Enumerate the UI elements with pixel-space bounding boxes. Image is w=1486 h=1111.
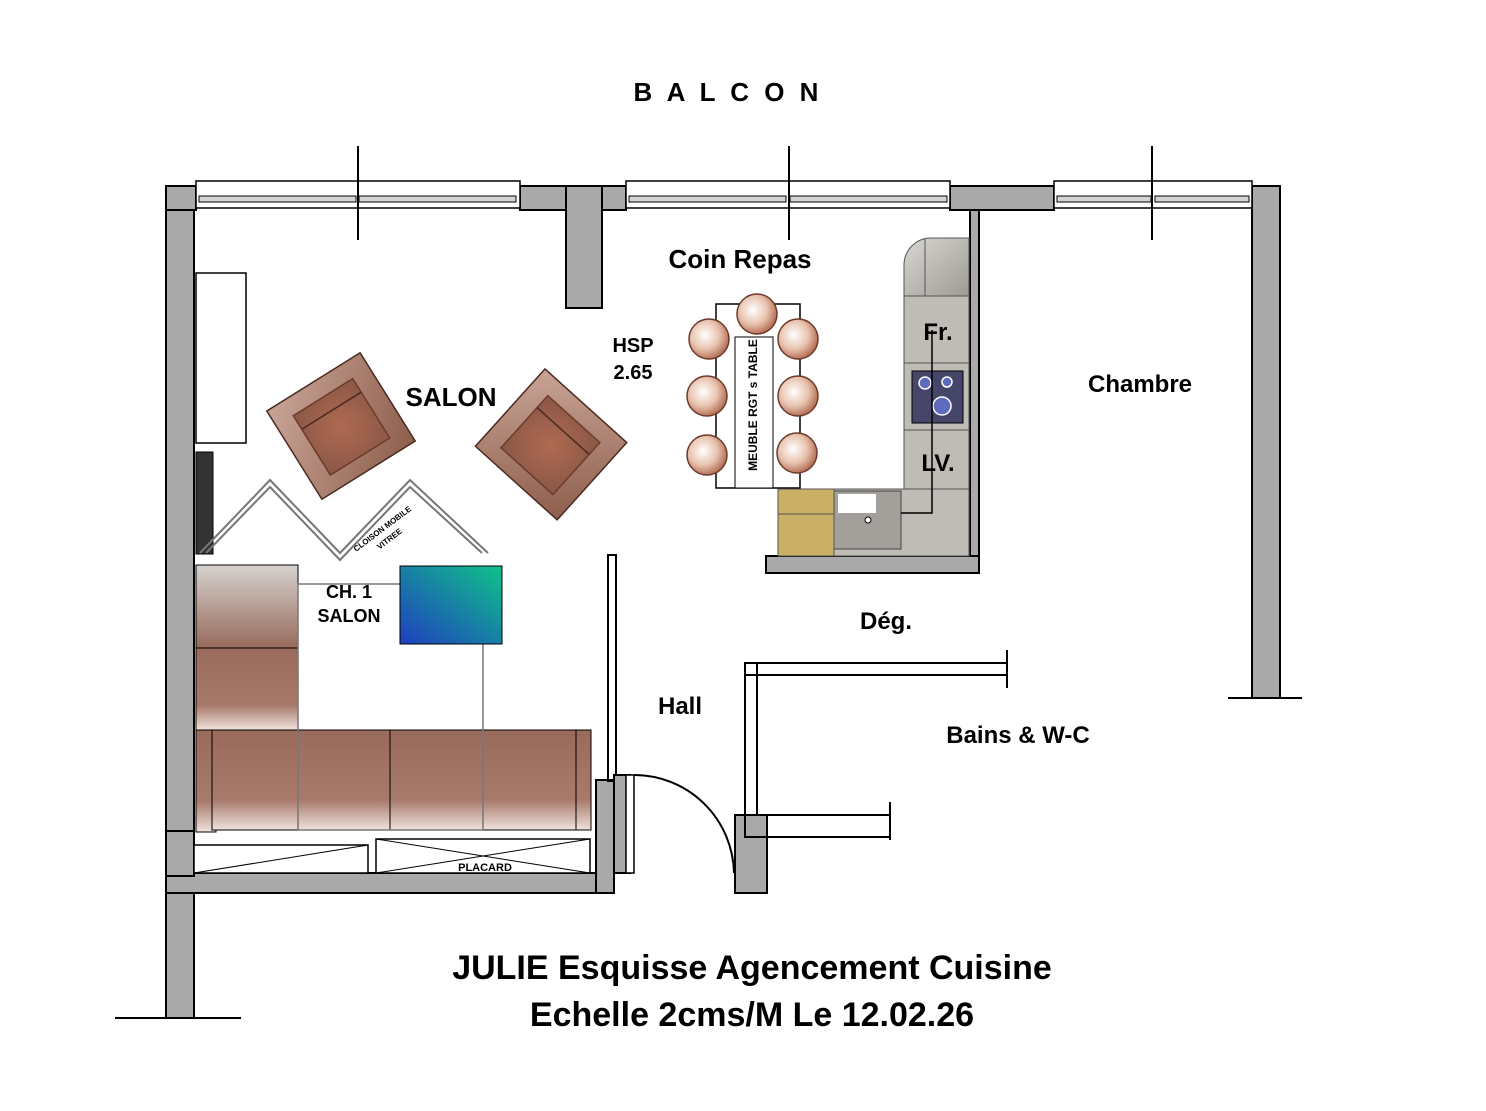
top-wall-mid-2 <box>949 185 1055 211</box>
glass-partition <box>199 478 489 562</box>
right-exterior-wall <box>1251 185 1281 699</box>
hsp-label-line1: HSP <box>612 335 653 357</box>
hob <box>911 370 964 424</box>
hsp-label-line2: 2.65 <box>614 362 653 384</box>
bottom-wall-left-link <box>165 830 195 877</box>
room-label-chambre: Chambre <box>1088 371 1192 398</box>
stool-5 <box>777 375 819 417</box>
left-exterior-wall <box>165 185 195 832</box>
armchair-right <box>474 367 628 521</box>
room-label-ch1-line1: CH. 1 <box>326 582 372 602</box>
bath-left-lower-wall <box>734 814 768 894</box>
table-label: MEUBLE RGT s TABLE <box>746 339 760 471</box>
stool-4 <box>686 375 728 417</box>
placard-label: PLACARD <box>458 862 512 874</box>
stool-2 <box>688 318 730 360</box>
room-label-ch1-line2: SALON <box>318 606 381 626</box>
room-label-bains: Bains & W-C <box>946 722 1090 749</box>
corner-sofa <box>195 564 592 833</box>
fridge-label: Fr. <box>923 319 952 346</box>
left-lower-wall <box>165 872 195 1019</box>
bottom-wall <box>165 872 597 894</box>
window-salon <box>195 146 521 240</box>
fridge <box>903 295 970 364</box>
bed-cover <box>399 565 503 645</box>
closet-left <box>193 844 369 874</box>
drawing-title: JULIE Esquisse Agencement Cuisine <box>452 949 1052 987</box>
hall-partition <box>607 554 617 782</box>
armchair-left <box>265 351 417 501</box>
kitchen-units <box>777 237 970 557</box>
radiator <box>195 451 214 555</box>
room-label-hall: Hall <box>658 693 702 720</box>
window-repas <box>625 146 951 240</box>
window-chambre <box>1053 146 1253 240</box>
room-label-salon: SALON <box>406 382 497 412</box>
bath-left-wall <box>744 662 758 816</box>
room-label-coin-repas: Coin Repas <box>668 244 811 274</box>
entry-door <box>625 774 735 874</box>
pillar-wall <box>565 185 603 309</box>
hall-left-wall <box>595 779 615 894</box>
closet-right <box>375 838 591 874</box>
balcony-label: B A L C O N <box>634 77 823 107</box>
salon-cabinet <box>195 272 247 444</box>
walls <box>115 185 1302 1019</box>
room-label-deg: Dég. <box>860 608 912 635</box>
stool-6 <box>686 434 728 476</box>
kitchen-bottom-wall <box>765 555 980 574</box>
dishwasher <box>903 429 970 490</box>
top-wall-left <box>165 185 197 211</box>
windows <box>195 146 1253 240</box>
stools <box>686 293 819 476</box>
kitchen-bedroom-wall <box>969 209 980 574</box>
stool-1 <box>736 293 778 335</box>
worktop-corner <box>777 488 835 557</box>
dishwasher-label: LV. <box>921 450 954 477</box>
stool-7 <box>776 432 818 474</box>
bath-top-wall <box>744 662 1008 676</box>
stool-3 <box>777 318 819 360</box>
drawing-subtitle: Echelle 2cms/M Le 12.02.26 <box>530 996 974 1034</box>
